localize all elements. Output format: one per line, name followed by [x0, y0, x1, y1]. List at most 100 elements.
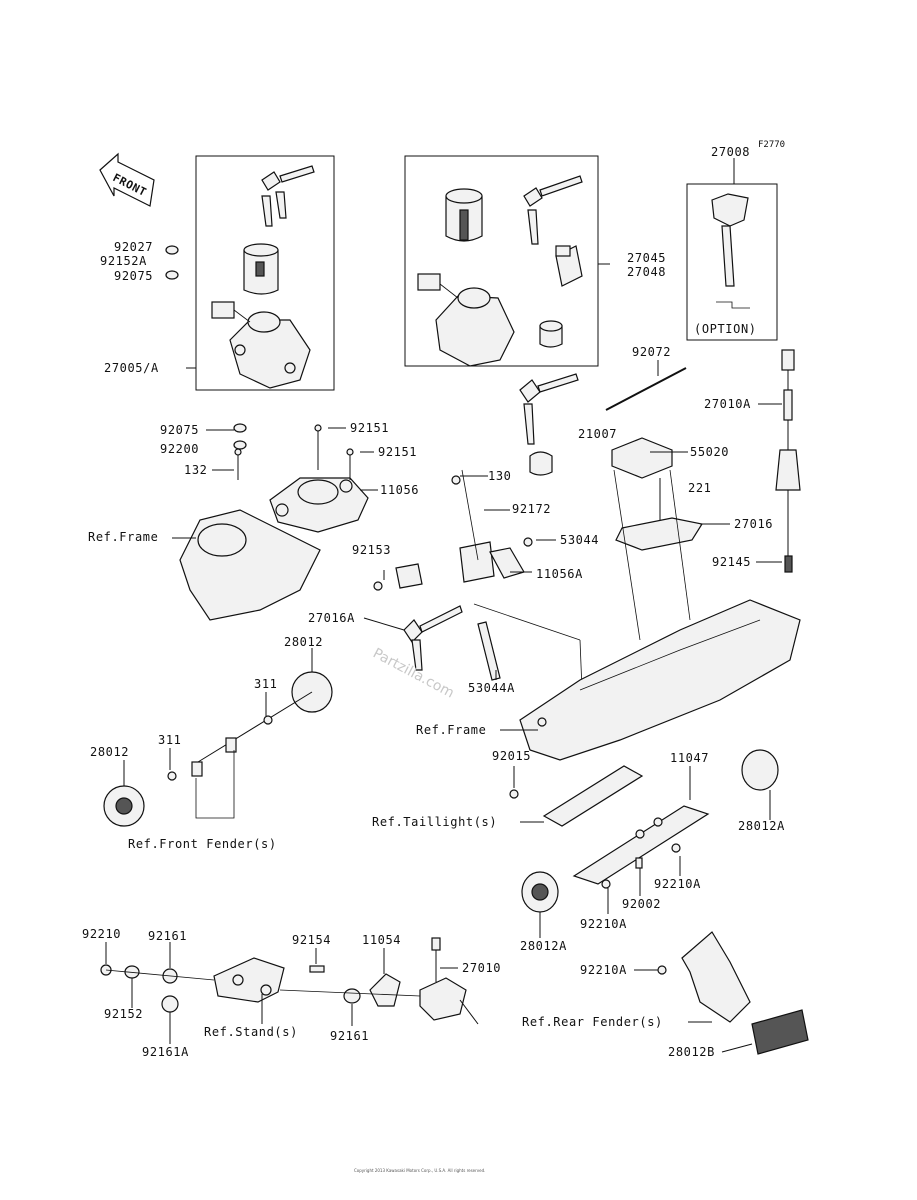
ignition-switch-icon [417, 273, 515, 367]
label-92210a-c: 92210A [580, 963, 627, 977]
label-92210: 92210 [82, 927, 121, 941]
label-132: 132 [184, 463, 207, 477]
screw-icon [309, 965, 325, 973]
reflector-icon [751, 1009, 809, 1055]
label-11047: 11047 [670, 751, 709, 765]
front-arrow-icon: FRONT [99, 152, 155, 207]
label-92075-top: 92075 [114, 269, 153, 283]
label-27048: 27048 [627, 265, 666, 279]
bolt-icon [635, 857, 643, 869]
label-92145: 92145 [712, 555, 751, 569]
label-27016: 27016 [734, 517, 773, 531]
seat-hook-bracket-icon [611, 437, 703, 641]
label-27008: 27008 [711, 145, 750, 159]
label-ref-frame-2: Ref.Frame [416, 723, 486, 737]
nut-icon [601, 879, 611, 889]
key-icon [523, 175, 583, 245]
label-28012a-b: 28012A [520, 939, 567, 953]
label-27010: 27010 [462, 961, 501, 975]
label-27005a: 27005/A [104, 361, 159, 375]
seat-lock-key-icon [403, 605, 463, 671]
seat-lock-key-icon [519, 373, 579, 476]
rod-icon [477, 621, 501, 681]
label-ref-taillight: Ref.Taillight(s) [372, 815, 497, 829]
label-55020: 55020 [690, 445, 729, 459]
label-28012a-a: 28012A [738, 819, 785, 833]
seat-lock-bracket-icon [395, 469, 583, 691]
reflector-icon [741, 749, 779, 791]
key-icon [261, 165, 315, 227]
bolt-icon [225, 737, 237, 753]
label-311-a: 311 [254, 677, 277, 691]
label-92153: 92153 [352, 543, 391, 557]
ref-front-fender-leader [195, 750, 235, 819]
ignition-set-box [195, 155, 335, 391]
label-92075-mid: 92075 [160, 423, 199, 437]
license-bracket-icon [542, 765, 710, 885]
nut-icon [263, 715, 273, 725]
label-92161a: 92161A [142, 1045, 189, 1059]
option-key-box [686, 183, 778, 341]
bolt-icon [234, 424, 354, 480]
lock-cylinder-icon [243, 243, 279, 295]
washer-icon [343, 988, 361, 1004]
label-92152: 92152 [104, 1007, 143, 1021]
rear-fender-icon [681, 931, 751, 1023]
option-key-icon [711, 193, 750, 309]
side-stand-switch-icon [419, 937, 479, 1025]
label-53044a: 53044A [468, 681, 515, 695]
label-53044: 53044 [560, 533, 599, 547]
nut-icon [657, 965, 667, 975]
lock-set-box [404, 155, 599, 367]
label-28012b: 28012B [668, 1045, 715, 1059]
nut-icon [509, 789, 519, 799]
rear-frame-icon [519, 599, 801, 761]
label-311-b: 311 [158, 733, 181, 747]
label-92210a-a: 92210A [654, 877, 701, 891]
label-221: 221 [688, 481, 711, 495]
label-ref-stand: Ref.Stand(s) [204, 1025, 298, 1039]
label-92015: 92015 [492, 749, 531, 763]
leader-lines [105, 158, 782, 1053]
nut-icon [167, 771, 177, 781]
label-92151-b: 92151 [378, 445, 417, 459]
label-27010a: 27010A [704, 397, 751, 411]
label-92161-a: 92161 [148, 929, 187, 943]
reflector-icon [103, 785, 145, 827]
label-92161-b: 92161 [330, 1029, 369, 1043]
label-11056: 11056 [380, 483, 419, 497]
footer-copyright: Copyright 2013 Kawasaki Motors Corp., U.… [354, 1168, 485, 1173]
lock-cylinder-icon [445, 188, 483, 242]
label-92072: 92072 [632, 345, 671, 359]
bolt-icon [451, 475, 461, 485]
label-28012-b: 28012 [90, 745, 129, 759]
wire-harness-icon [775, 349, 801, 573]
cable-tie-icon [605, 367, 687, 411]
frame-head-icon [179, 509, 321, 621]
switch-cam-icon [369, 973, 401, 1007]
figure-code: F2770 [758, 140, 785, 150]
label-92210a-b: 92210A [580, 917, 627, 931]
ignition-switch-icon [211, 301, 311, 389]
seat-lock-icon [555, 245, 583, 287]
label-92002: 92002 [622, 897, 661, 911]
label-92200: 92200 [160, 442, 199, 456]
cap-icon [539, 320, 563, 348]
label-ref-front-fender: Ref.Front Fender(s) [128, 837, 277, 851]
label-ref-frame-1: Ref.Frame [88, 530, 158, 544]
label-11054: 11054 [362, 933, 401, 947]
label-92152a: 92152A [100, 254, 147, 268]
nut-icon [671, 843, 681, 853]
label-92027: 92027 [114, 240, 153, 254]
steering-stem-bracket-icon [269, 477, 369, 533]
label-21007: 21007 [578, 427, 617, 441]
bolt-icon [523, 537, 533, 547]
label-28012-a: 28012 [284, 635, 323, 649]
label-27016a: 27016A [308, 611, 355, 625]
label-92172: 92172 [512, 502, 551, 516]
label-92154: 92154 [292, 933, 331, 947]
reflector-icon [521, 871, 559, 913]
label-27045: 27045 [627, 251, 666, 265]
label-ref-rear-fender: Ref.Rear Fender(s) [522, 1015, 663, 1029]
